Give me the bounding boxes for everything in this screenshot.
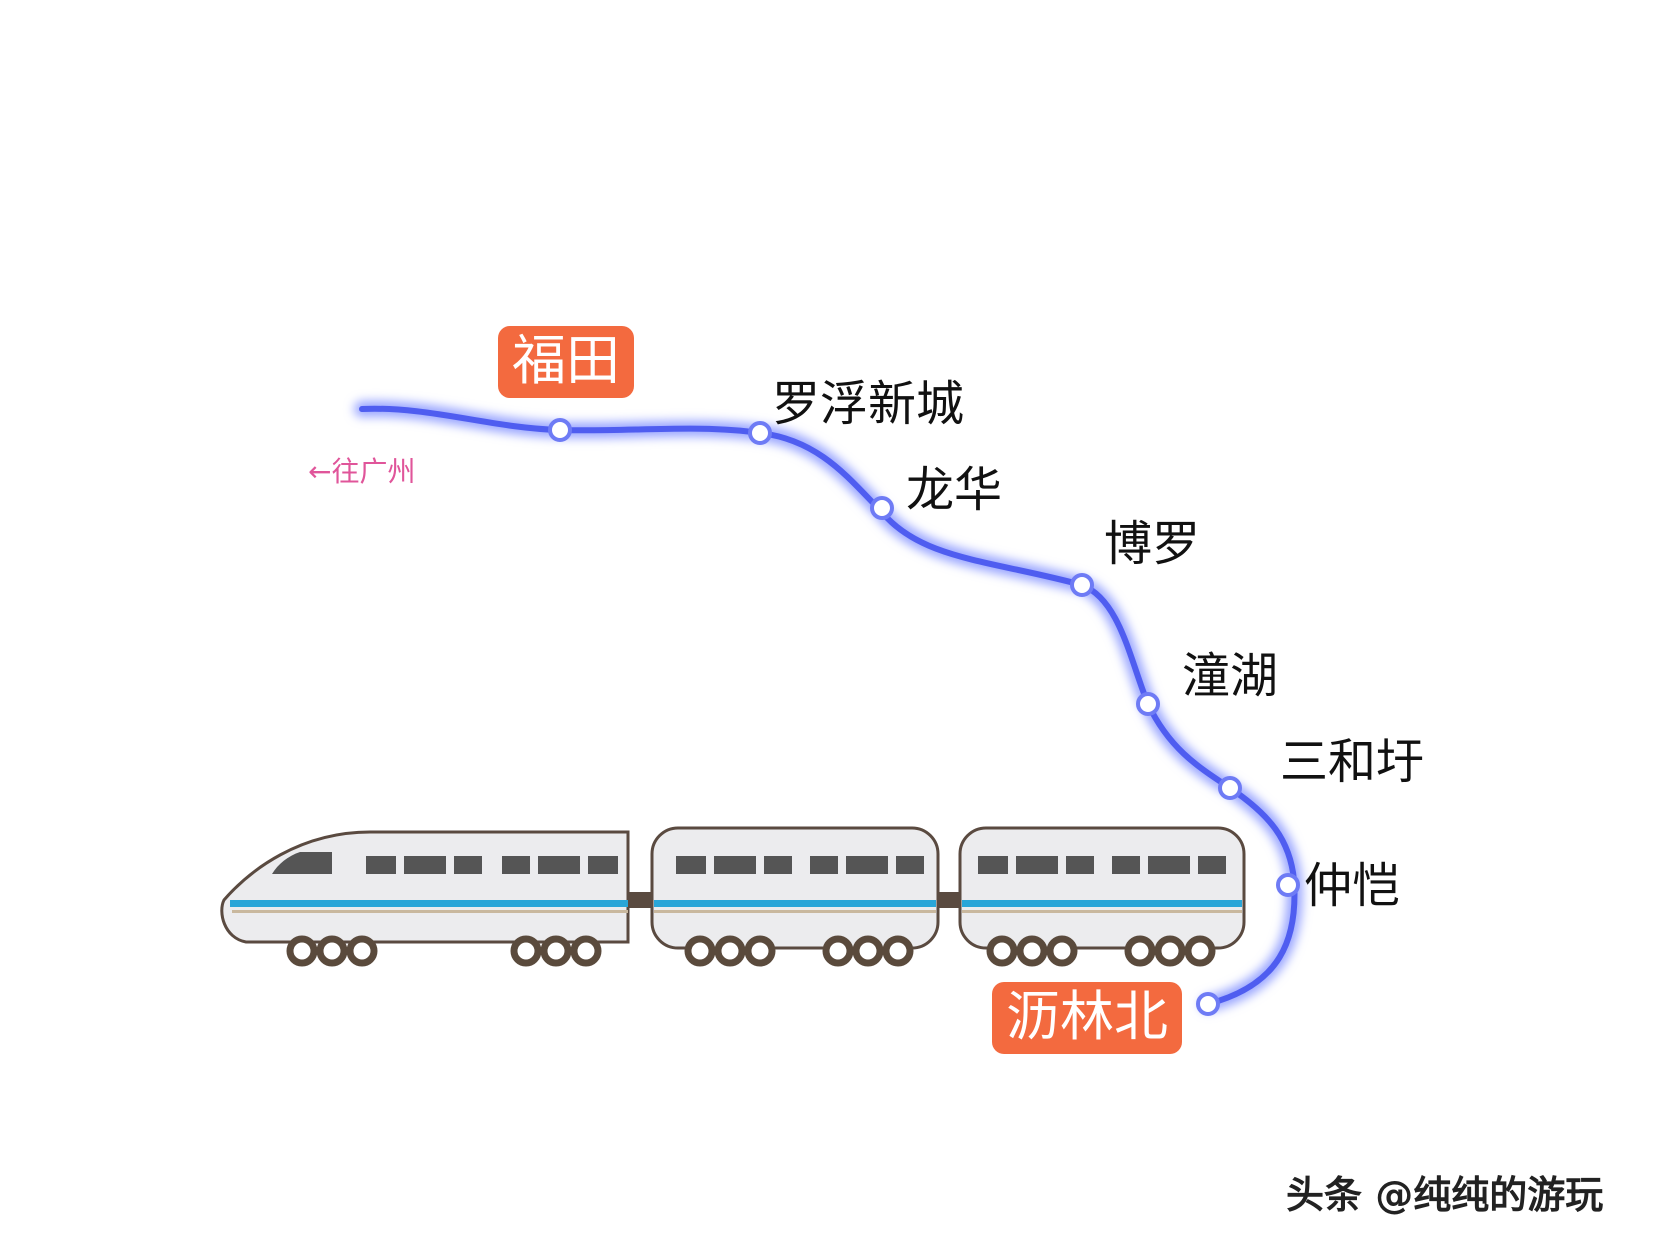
train-lead-car [220,830,630,944]
station-dot-zhongkai [1276,873,1300,897]
station-label-sanhexu: 三和圩 [1280,734,1425,790]
terminal-start-badge: 福田 [498,326,634,398]
train-rear-car [958,826,1246,950]
train-wheels [286,935,1216,967]
route-line-core [359,405,1298,1007]
station-label-luofuxincheng: 罗浮新城 [772,376,965,432]
station-dot-longhua [870,496,894,520]
station-dot-tonghu [1136,692,1160,716]
station-label-longhua: 龙华 [906,462,1003,518]
station-dot-sanhexu [1218,776,1242,800]
terminal-end-badge: 沥林北 [992,982,1182,1054]
station-dots [548,418,1300,1016]
station-label-boluo: 博罗 [1104,516,1201,572]
station-label-tonghu: 潼湖 [1182,648,1279,704]
station-label-zhongkai: 仲恺 [1304,858,1401,914]
direction-label: ←往广州 [308,455,416,488]
train-coupler [628,892,652,908]
station-dot-lilinbei [1196,992,1220,1016]
watermark: 头条 @纯纯的游玩 [1286,1173,1604,1217]
train-illustration [220,826,1246,967]
station-dot-futian [548,418,572,442]
station-dot-luofuxincheng [748,421,772,445]
route-line [354,400,1303,1012]
station-dot-boluo [1070,573,1094,597]
train-coupler [936,892,960,908]
train-middle-car [650,826,940,950]
